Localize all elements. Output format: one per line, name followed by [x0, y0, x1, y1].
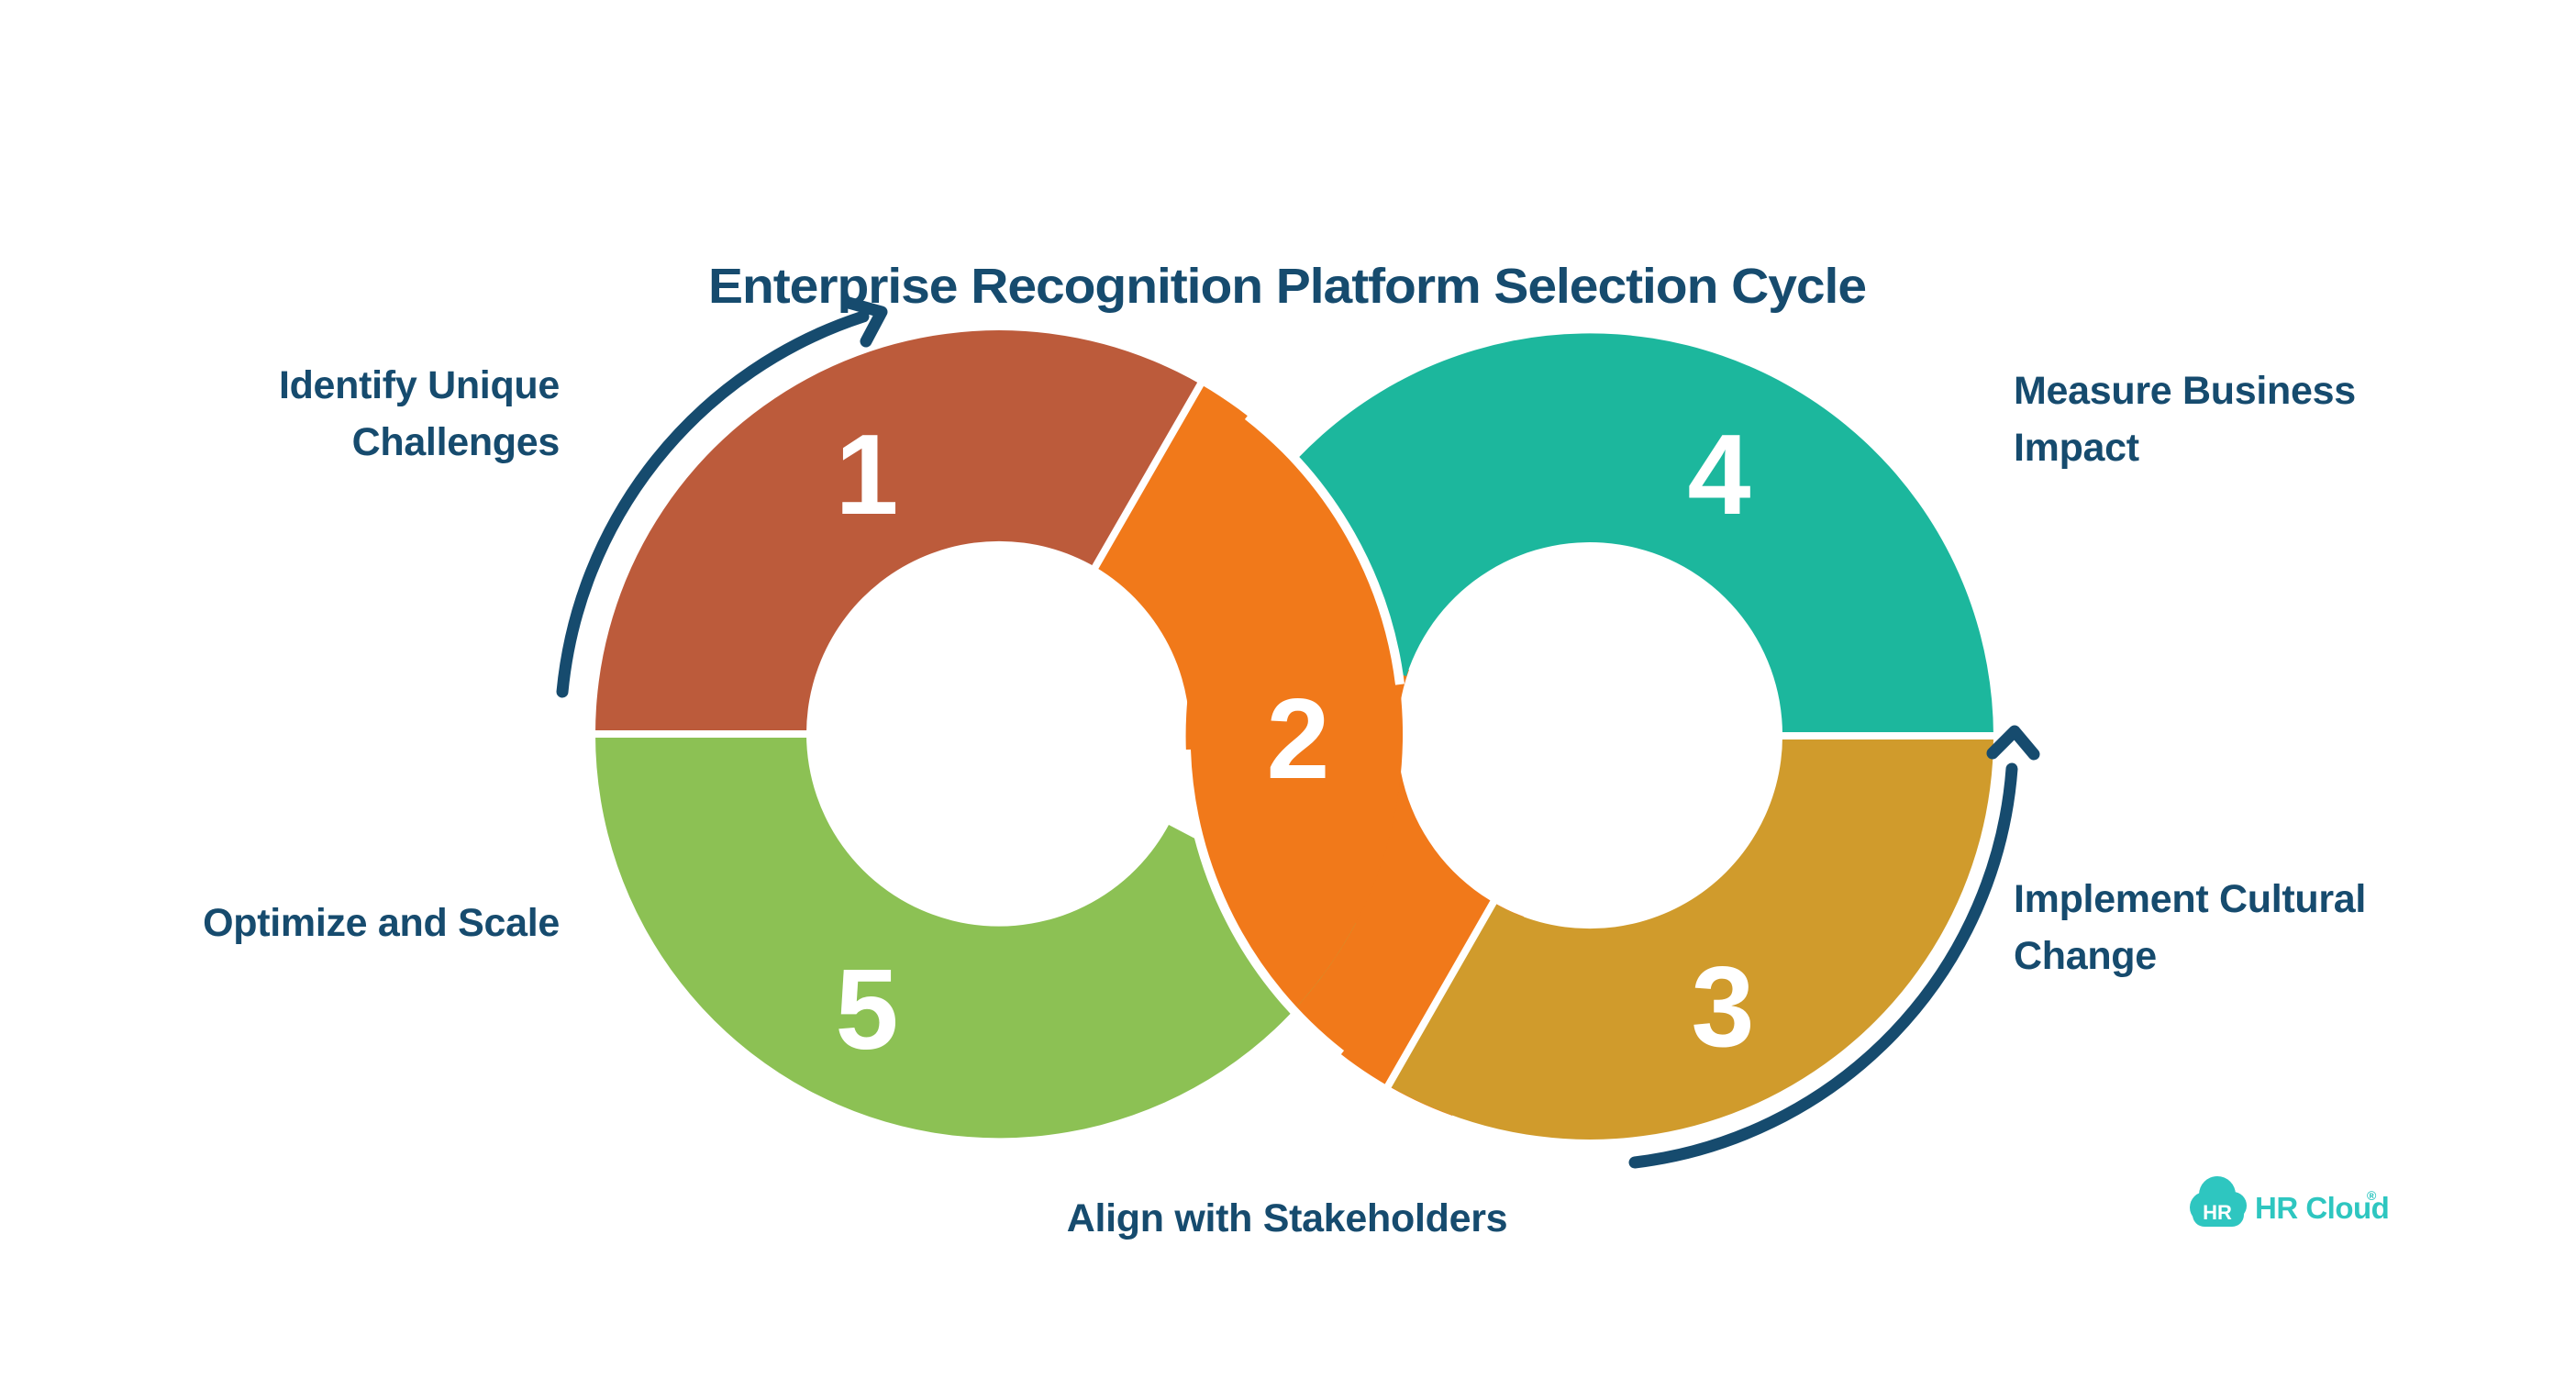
step-4-number: 4: [1688, 412, 1751, 539]
segment-4-arc: [1206, 333, 1993, 736]
cycle-arrow-left-icon: [556, 296, 888, 698]
svg-text:Identify Unique: Identify Unique: [279, 363, 560, 407]
cycle-arrow-right-icon: [1628, 725, 2040, 1169]
segment-1-arc: [595, 330, 1201, 734]
brand-name: HR Cloud: [2255, 1191, 2389, 1225]
step-2-label: Align with Stakeholders: [1067, 1196, 1508, 1240]
step-3-number: 3: [1692, 944, 1755, 1071]
svg-text:Challenges: Challenges: [352, 420, 560, 464]
gap-teal-orange: [1244, 412, 1405, 685]
svg-text:Optimize and Scale: Optimize and Scale: [203, 901, 560, 945]
svg-text:Measure Business: Measure Business: [2014, 369, 2356, 413]
step-1-label: Identify Unique Challenges: [279, 363, 560, 464]
step-4-label: Measure Business Impact: [2014, 369, 2356, 470]
svg-text:Impact: Impact: [2014, 426, 2139, 470]
brand-logo: HR HR Cloud ®: [2190, 1176, 2390, 1227]
segment-2-band: [1095, 384, 1404, 1009]
step-5-number: 5: [836, 947, 899, 1073]
cloud-icon: HR: [2190, 1176, 2247, 1227]
gap-gold-orange: [1382, 895, 1500, 1093]
segment-3-arc: [1388, 736, 1993, 1140]
brand-mark: HR: [2203, 1201, 2232, 1224]
gap-green-orange: [1182, 749, 1345, 1058]
svg-text:Change: Change: [2014, 934, 2157, 978]
segment-5-arc: [594, 734, 1356, 1139]
step-5-label: Optimize and Scale: [203, 901, 560, 945]
brand-registered-mark: ®: [2367, 1188, 2377, 1203]
gap-terracotta-orange: [1089, 377, 1207, 573]
step-2-number: 2: [1267, 676, 1330, 803]
step-1-number: 1: [836, 412, 899, 539]
page-title: Enterprise Recognition Platform Selectio…: [708, 259, 1866, 314]
svg-text:Align with Stakeholders: Align with Stakeholders: [1067, 1196, 1508, 1240]
svg-text:Implement Cultural: Implement Cultural: [2014, 877, 2366, 921]
step-3-label: Implement Cultural Change: [2014, 877, 2366, 978]
